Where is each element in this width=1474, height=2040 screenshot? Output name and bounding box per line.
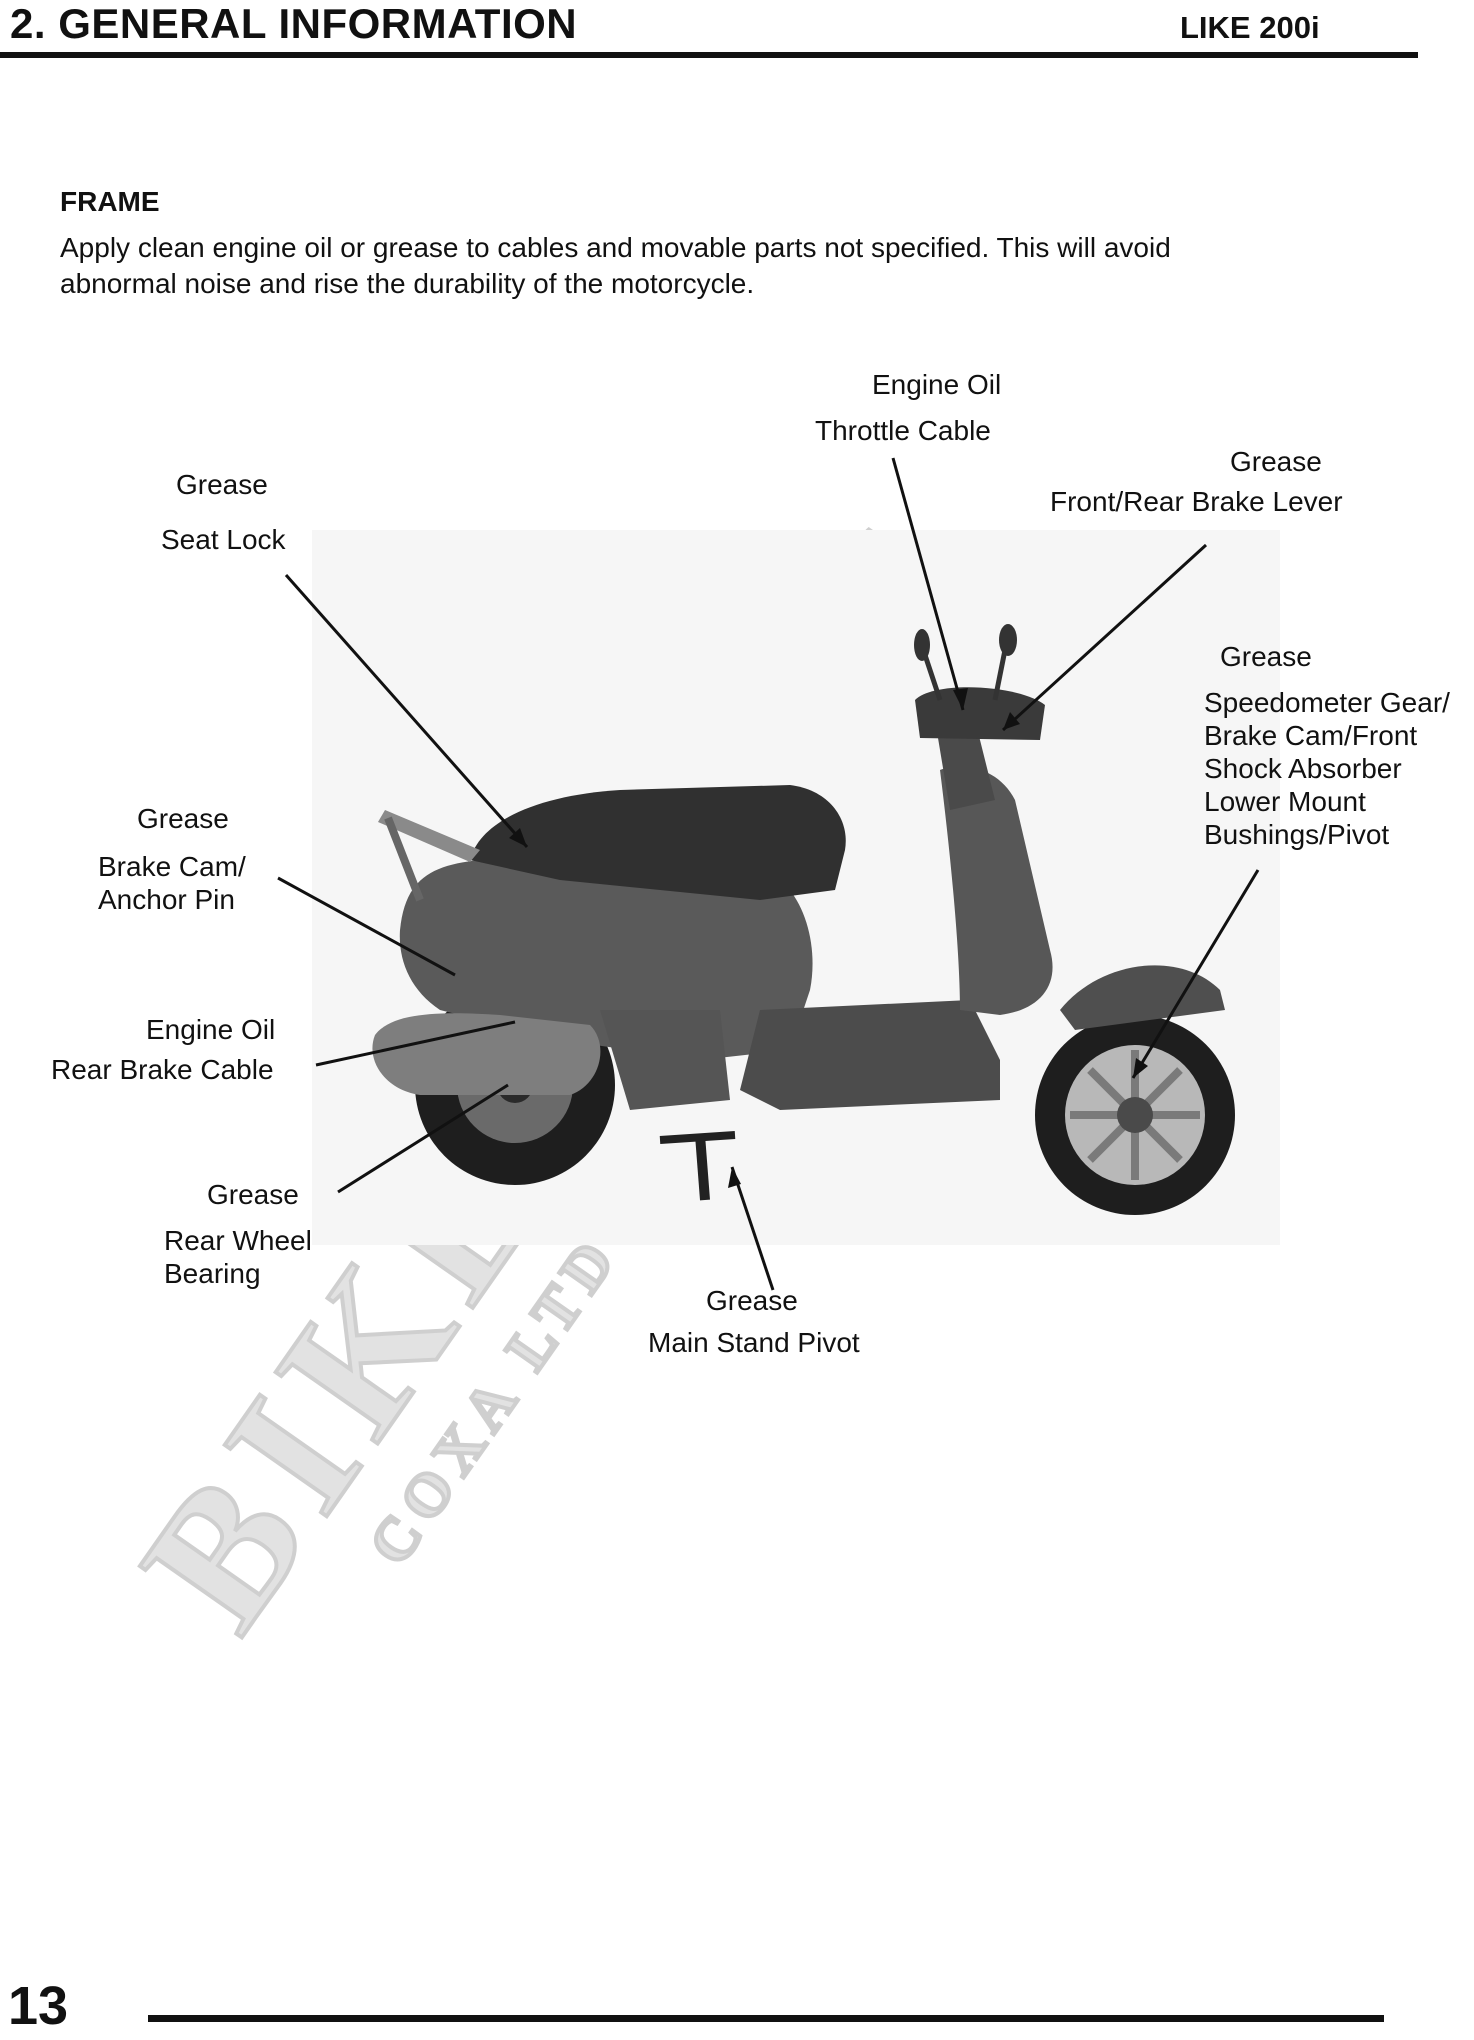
throttle-cable-leader (891, 457, 965, 711)
model-name: LIKE 200i (1180, 10, 1320, 45)
throttle-cable-lubricant: Engine Oil (872, 369, 1002, 400)
intro-line: abnormal noise and rise the durability o… (60, 268, 755, 299)
leader-lines (277, 457, 1260, 1291)
seat-lock-lubricant: Grease (176, 469, 268, 500)
arrowhead (1003, 712, 1020, 730)
arrowhead (953, 688, 968, 710)
rear-wheel-bearing-label-line: Bearing (164, 1258, 261, 1289)
speedometer-label: Speedometer Gear/ Brake Cam/Front Shock … (1204, 686, 1450, 851)
frame-heading: FRAME (60, 186, 160, 217)
section-title: 2. GENERAL INFORMATION (10, 0, 578, 47)
arrowhead (728, 1167, 741, 1188)
throttle-cable-label: Throttle Cable (815, 415, 991, 446)
intro-paragraph: Apply clean engine oil or grease to cabl… (60, 230, 1360, 302)
rear-wheel-bearing-label: Rear Wheel Bearing (164, 1224, 312, 1290)
leader-arrowheads (509, 688, 1148, 1188)
speedometer-label-line: Lower Mount (1204, 786, 1366, 817)
seat-lock-leader (284, 574, 529, 848)
page-number: 13 (8, 1976, 69, 2036)
brake-cam-label-line: Anchor Pin (98, 884, 235, 915)
speedometer-leader (1131, 869, 1260, 1079)
rear-brake-cable-label: Rear Brake Cable (51, 1054, 274, 1085)
main-stand-label: Main Stand Pivot (648, 1327, 860, 1358)
seat-lock-label: Seat Lock (161, 524, 286, 555)
brake-cam-label-line: Brake Cam/ (98, 851, 246, 882)
brake-cam-leader (277, 876, 456, 977)
rear-wheel-bearing-label-line: Rear Wheel (164, 1225, 312, 1256)
scooter-illustration (312, 530, 1280, 1245)
main-stand-leader (730, 1166, 775, 1291)
brake-lever-label: Front/Rear Brake Lever (1050, 486, 1343, 517)
brake-cam-lubricant: Grease (137, 803, 229, 834)
footer-divider (148, 2015, 1384, 2022)
brake-lever-lubricant: Grease (1230, 446, 1322, 477)
header-divider (0, 52, 1418, 58)
brake-cam-label: Brake Cam/ Anchor Pin (98, 850, 246, 916)
intro-line: Apply clean engine oil or grease to cabl… (60, 232, 1171, 263)
rear-wheel-bearing-lubricant: Grease (207, 1179, 299, 1210)
speedometer-lubricant: Grease (1220, 641, 1312, 672)
arrowhead (509, 828, 527, 847)
brake-lever-leader (1001, 543, 1208, 732)
speedometer-label-line: Speedometer Gear/ (1204, 687, 1450, 718)
rear-wheel-bearing-leader (337, 1083, 509, 1194)
main-stand-lubricant: Grease (706, 1285, 798, 1316)
speedometer-label-line: Brake Cam/Front (1204, 720, 1418, 751)
speedometer-label-line: Bushings/Pivot (1204, 819, 1390, 850)
rear-brake-cable-leader (315, 1020, 516, 1067)
speedometer-label-line: Shock Absorber (1204, 753, 1402, 784)
rear-brake-cable-lubricant: Engine Oil (146, 1014, 276, 1045)
arrowhead (1133, 1058, 1148, 1078)
